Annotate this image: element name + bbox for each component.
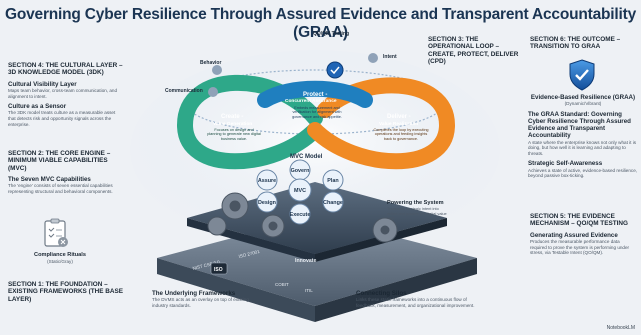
framework-nist: NIST CSF 2.0 xyxy=(192,259,221,271)
mvc-model-label: MVC Model xyxy=(290,154,323,160)
engine-platform xyxy=(187,182,447,254)
communication-label: Communication xyxy=(165,88,203,94)
underlying-frameworks-block: The Underlying Frameworks The DVMS acts … xyxy=(152,290,262,308)
mvc-hub-label-execute: Execute xyxy=(290,212,311,218)
section4-title: SECTION 4: THE CULTURAL LAYER – 3D KNOWL… xyxy=(8,62,123,77)
section4-text1: Maps team behavior, cross-team communica… xyxy=(8,88,118,99)
section2-title: SECTION 2: THE CORE ENGINE – MINIMUM VIA… xyxy=(8,150,111,172)
deliver-title: Deliver - xyxy=(387,114,411,120)
mvc-hub-assure xyxy=(256,169,278,191)
innovate-label: Innovate xyxy=(295,258,316,264)
section5-title: SECTION 5: THE EVIDENCE MECHANISM – QO/Q… xyxy=(530,213,628,228)
section3-block: SECTION 3: THE OPERATIONAL LOOP – CREATE… xyxy=(428,36,520,66)
powering-title: Powering the System xyxy=(387,200,444,206)
mvc-hub-label-assure: Assure xyxy=(258,178,276,184)
protect-loop xyxy=(257,80,373,108)
base-platform-right xyxy=(315,258,477,322)
silos-title: Connecting Silos xyxy=(356,290,407,297)
create-text: Focuses on design and planning to genera… xyxy=(207,128,261,141)
protect-sub: Concurrent Assurance xyxy=(285,98,337,104)
intent-node-icon xyxy=(368,53,378,63)
diagram-canvas: Create - Value Generation Protect - Conc… xyxy=(130,50,500,322)
framework-cobit: COBIT xyxy=(275,282,289,287)
underlying-text: The DVMS acts as an overlay on top of ex… xyxy=(152,297,249,308)
mvc-hub-label-govern: Govern xyxy=(291,168,310,174)
behavior-label: Behavior xyxy=(200,60,222,66)
protect-text: Embeds measurement and verification for … xyxy=(292,106,342,119)
evidence-text: Produces the measurable performance data… xyxy=(530,239,630,256)
deliver-text: Completes the loop by executing operatio… xyxy=(373,128,429,141)
mvc-hub-plan xyxy=(322,169,344,191)
protect-title: Protect - xyxy=(303,92,327,98)
clipboard-icon xyxy=(42,218,70,248)
iso-badge-text: ISO xyxy=(214,267,223,273)
create-loop xyxy=(176,74,323,170)
framework-itil: ITIL xyxy=(305,288,313,293)
graa-standard-text: A state where the enterprise knows not o… xyxy=(528,139,637,156)
self-awareness-title: Strategic Self-Awareness xyxy=(528,160,603,168)
underlying-title: The Underlying Frameworks xyxy=(152,290,236,297)
mvc-hub-label-design: Design xyxy=(258,200,276,206)
communication-node-icon xyxy=(208,87,218,97)
graa-standard-title: The GRAA Standard: Governing Cyber Resil… xyxy=(528,110,631,140)
framework-iso: ISO 27001 xyxy=(238,249,261,259)
compliance-sub: (Static/Gray) xyxy=(47,259,73,265)
compliance-title: Compliance Rituals xyxy=(34,252,86,258)
section2-sub: The Seven MVC Capabilities xyxy=(8,176,91,184)
glow-background xyxy=(130,50,500,250)
ebr-sub: (Dynamic/Vibrant) xyxy=(564,101,602,107)
mvc-hub-execute xyxy=(289,203,311,225)
center-diagram: Create - Value Generation Protect - Conc… xyxy=(125,30,510,330)
silos-text: Links these static frameworks into a con… xyxy=(356,297,475,308)
section1-title: SECTION 1: THE FOUNDATION – EXISTING FRA… xyxy=(8,281,124,303)
section6-block: SECTION 6: THE OUTCOME – TRANSITION TO G… xyxy=(530,36,636,51)
iso-badge xyxy=(210,262,228,275)
intent-label: Intent xyxy=(383,54,397,60)
mvc-hub-mvc xyxy=(288,178,312,202)
create-title: Create - xyxy=(221,114,243,120)
section6-title: SECTION 6: THE OUTCOME – TRANSITION TO G… xyxy=(530,36,621,51)
base-platform-left xyxy=(157,258,315,322)
section4-text2: The 3DK model treats culture as a measur… xyxy=(8,110,116,127)
section4-sub1: Cultural Visibility Layer xyxy=(8,80,77,88)
qoqm-shield-icon xyxy=(326,61,344,79)
page-title: Governing Cyber Resilience Through Assur… xyxy=(4,6,637,41)
section3-title: SECTION 3: THE OPERATIONAL LOOP – CREATE… xyxy=(428,36,519,66)
shield-icon xyxy=(567,58,597,92)
left-column: SECTION 4: THE CULTURAL LAYER – 3D KNOWL… xyxy=(8,62,124,127)
behavior-node-icon xyxy=(212,65,222,75)
mvc-hub-label-change: Change xyxy=(323,200,343,206)
section5-block: SECTION 5: THE EVIDENCE MECHANISM – QO/Q… xyxy=(530,213,636,256)
section4-sub2: Culture as a Sensor xyxy=(8,103,67,111)
powering-block: Powering the System Translates strategic… xyxy=(387,200,449,221)
outcome-block: Evidence-Based Resilience (GRAA) (Dynami… xyxy=(528,94,638,179)
self-awareness-text: Achieves a state of active, evidence-bas… xyxy=(528,167,638,179)
mvc-hub-label-plan: Plan xyxy=(327,178,338,184)
mvc-hub-change xyxy=(322,191,344,213)
qoqm-label: QO/QM Testing xyxy=(312,31,350,37)
gears-cluster xyxy=(207,192,398,243)
create-sub: Value Generation xyxy=(213,121,252,127)
evidence-sub: Generating Assured Evidence xyxy=(530,231,618,239)
deliver-sub: Value Realization xyxy=(379,121,418,127)
compliance-label: Compliance Rituals (Static/Gray) xyxy=(25,252,95,265)
notebooklm-logo: NotebookLM xyxy=(606,325,635,331)
deliver-loop xyxy=(307,77,456,170)
powering-text: Translates strategic intent into action … xyxy=(387,206,447,221)
mvc-hub-design xyxy=(256,191,278,213)
left-section2: SECTION 2: THE CORE ENGINE – MINIMUM VIA… xyxy=(8,150,124,195)
section2-text: The 'engine' consists of seven essential… xyxy=(8,183,113,195)
mvc-hub-label-mvc: MVC xyxy=(294,188,306,194)
connecting-silos-block: Connecting Silos Links these static fram… xyxy=(356,290,476,308)
ebr-title: Evidence-Based Resilience (GRAA) xyxy=(530,94,636,101)
left-section1: SECTION 1: THE FOUNDATION – EXISTING FRA… xyxy=(8,281,128,303)
